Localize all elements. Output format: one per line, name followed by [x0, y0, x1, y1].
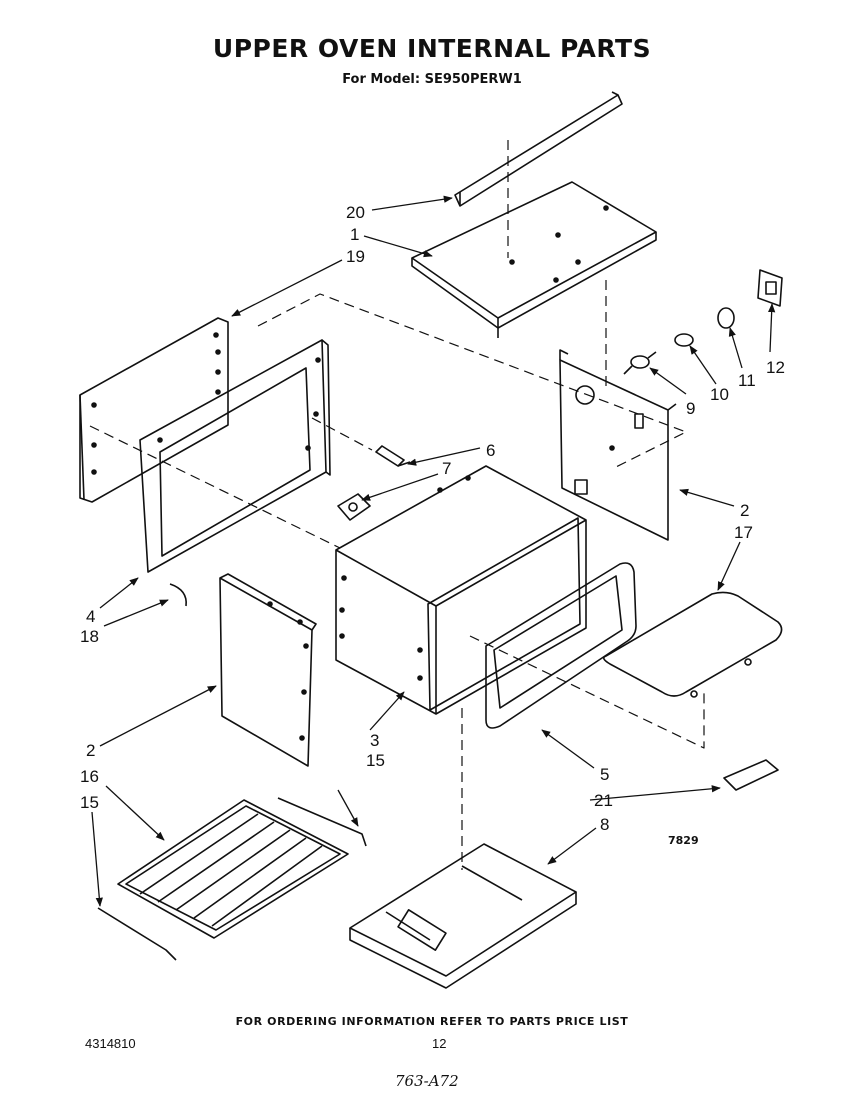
callout-21: 21	[594, 791, 613, 810]
callout-20: 20	[346, 203, 365, 222]
callout-15-left: 15	[80, 793, 99, 812]
callout-11: 11	[738, 371, 756, 390]
leader-lines	[91, 195, 776, 907]
rack-support-right	[277, 797, 367, 847]
callout-5: 5	[600, 765, 609, 784]
callout-12: 12	[766, 358, 785, 377]
latch-piece	[723, 759, 779, 791]
callout-19: 19	[346, 247, 365, 266]
front-frame	[139, 339, 331, 573]
light-bulb	[674, 333, 694, 347]
lamp-socket	[623, 351, 657, 375]
insulation-panel	[79, 317, 229, 503]
page-number: 12	[432, 1036, 447, 1051]
mounting-bracket	[337, 493, 371, 521]
callout-16: 16	[80, 767, 99, 786]
callout-3: 3	[370, 731, 379, 750]
page-title: UPPER OVEN INTERNAL PARTS	[212, 34, 652, 63]
model-subtitle: For Model: SE950PERW1	[342, 72, 522, 87]
oven-rack	[117, 799, 349, 939]
callout-15-right: 15	[366, 751, 385, 770]
callout-1: 1	[350, 225, 359, 244]
ordering-note: FOR ORDERING INFORMATION REFER TO PARTS …	[235, 1015, 629, 1028]
callout-17: 17	[734, 523, 753, 542]
side-panel-left	[219, 573, 317, 767]
lamp-lens	[717, 307, 735, 329]
diagram-code: 7829	[668, 834, 699, 847]
handwritten-note: 763-A72	[395, 1072, 459, 1090]
callout-6: 6	[486, 441, 495, 460]
rear-wall-panel	[559, 349, 677, 541]
callout-8: 8	[600, 815, 609, 834]
alignment-lines	[89, 140, 705, 870]
top-panel	[411, 181, 657, 338]
callout-2-rear: 2	[740, 501, 749, 520]
callout-2-side: 2	[86, 741, 95, 760]
oven-liner	[335, 465, 587, 715]
callout-7: 7	[442, 459, 451, 478]
top-trim-strip	[454, 91, 623, 207]
retaining-clip	[169, 583, 187, 607]
callout-9: 9	[686, 399, 695, 418]
callout-4: 4	[86, 607, 95, 626]
callout-18: 18	[80, 627, 99, 646]
part-number: 4314810	[85, 1036, 136, 1051]
rack-support-left	[97, 907, 177, 961]
lamp-housing	[757, 269, 783, 307]
broiler-drawer	[349, 843, 577, 989]
door-heat-shield	[602, 591, 783, 698]
door-gasket	[485, 562, 637, 729]
sensor-probe	[375, 445, 411, 467]
callout-10: 10	[710, 385, 729, 404]
